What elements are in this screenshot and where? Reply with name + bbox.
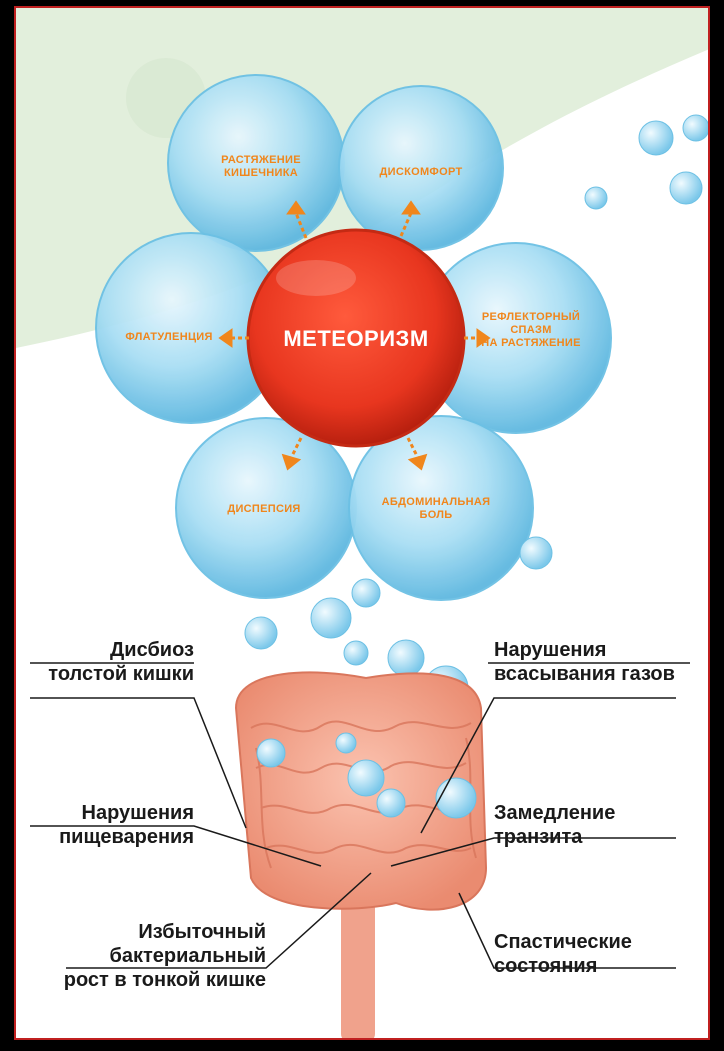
bubble-label-dyspepsia: ДИСПЕПСИЯ: [214, 503, 314, 516]
bubble-label-flatulence: ФЛАТУЛЕНЦИЯ: [114, 331, 224, 344]
diagram-artwork: [16, 8, 710, 1040]
intestine-illustration: [236, 672, 486, 1040]
center-label: МЕТЕОРИЗМ: [251, 326, 461, 352]
bubble-label-discomfort: ДИСКОМФОРТ: [371, 166, 471, 179]
